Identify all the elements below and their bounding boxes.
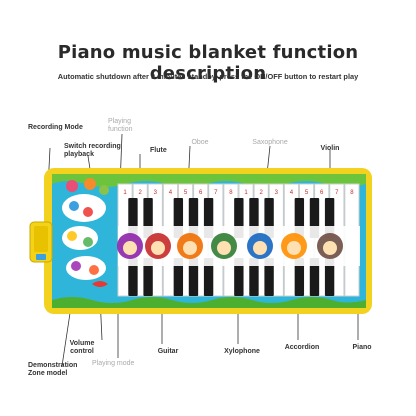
black-key[interactable] [309,258,320,296]
key-number: 3 [154,190,158,196]
recording-button[interactable] [66,180,78,192]
callout-recording-mode: Recording Mode [28,124,83,131]
playback-button[interactable] [84,178,96,190]
instrument-icons [117,233,343,259]
lips-icon [92,281,108,287]
key-number: 1 [123,190,127,196]
callout-violin: Violin [320,145,340,152]
key-number: 8 [350,190,354,196]
callout-playing-mode: Playing mode [92,360,135,367]
page-title: Piano music blanket function description [57,42,359,84]
callout-xylophone: Xylophone [224,348,260,355]
callout-flute: Flute [150,147,167,154]
key-number: 7 [214,190,218,196]
animal-face [323,241,337,255]
key-number: 6 [320,190,324,196]
key-number: 3 [275,190,279,196]
key-number: 6 [199,190,203,196]
animal-face [151,241,165,255]
mode-button-2[interactable] [83,207,93,217]
callout-volume-control: Volume control [69,340,95,355]
key-number: 2 [139,190,143,196]
key-number: 2 [260,190,264,196]
black-key[interactable] [188,258,199,296]
demo-button[interactable] [71,261,81,271]
callout-accordion: Accordion [284,344,320,351]
volume-down-button[interactable] [83,237,93,247]
page-subtitle: Automatic shutdown after 3 minutes stand… [57,72,359,81]
black-key[interactable] [234,258,244,296]
callout-playing-function: Playing function [108,118,133,133]
animal-face [253,241,267,255]
grass-top [52,174,366,187]
callout-oboe: Oboe [191,139,209,146]
callout-guitar: Guitar [157,348,179,355]
black-key[interactable] [128,258,138,296]
animal-face [217,241,231,255]
animal-face [183,241,197,255]
play-function-button[interactable] [99,185,109,195]
callout-demonstration-zone: Demonstration Zone model [28,362,78,377]
key-number: 1 [244,190,248,196]
animal-face [287,241,301,255]
key-number: 4 [290,190,294,196]
key-number: 5 [184,190,188,196]
key-number: 8 [229,190,233,196]
playing-mode-button[interactable] [89,265,99,275]
mode-button-1[interactable] [69,201,79,211]
volume-up-button[interactable] [67,231,77,241]
speaker-box [29,221,53,263]
black-key[interactable] [143,258,153,296]
black-key[interactable] [203,258,214,296]
callout-switch-recording-playback: Switch recording playback [64,143,121,158]
key-number: 4 [169,190,173,196]
grass-bottom [52,297,366,308]
key-number: 5 [305,190,309,196]
callout-piano: Piano [352,344,372,351]
black-key[interactable] [324,258,335,296]
control-panel [62,178,109,287]
black-key[interactable] [249,258,259,296]
black-key[interactable] [173,258,184,296]
callout-saxophone: Saxophone [252,139,288,146]
black-key[interactable] [264,258,274,296]
black-key[interactable] [294,258,305,296]
key-number: 7 [335,190,339,196]
animal-face [123,241,137,255]
